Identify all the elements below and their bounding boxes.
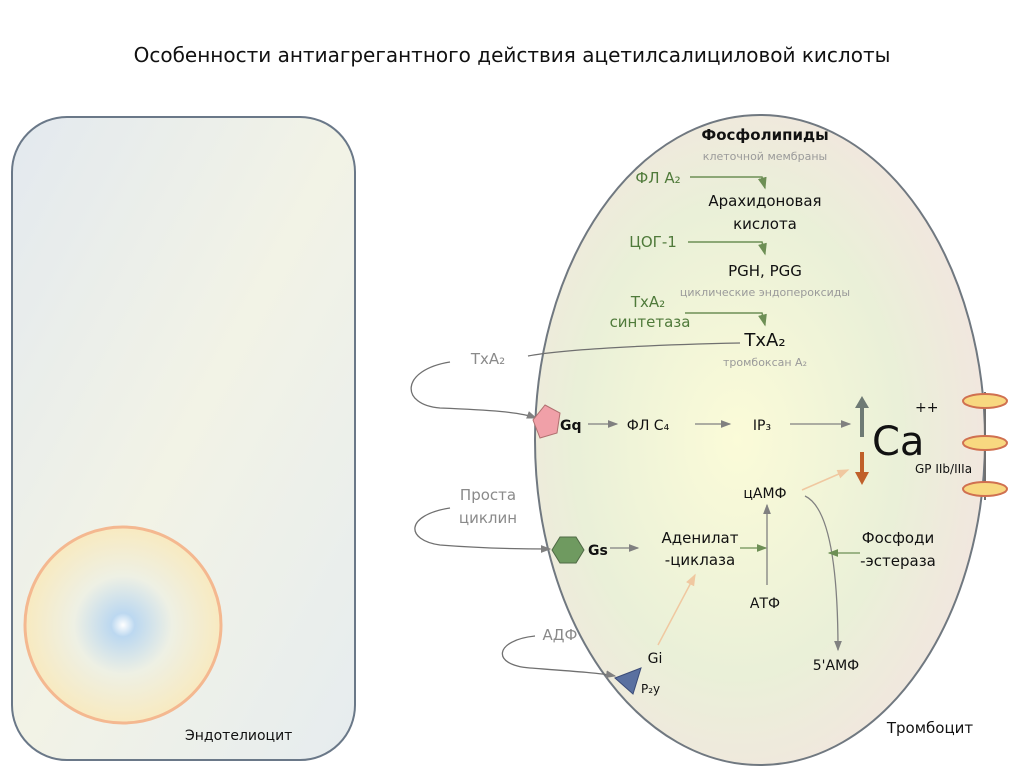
ca-decrease-arrow-icon bbox=[855, 452, 869, 485]
phospholipids: Фосфолипиды bbox=[701, 126, 828, 144]
txa2-synthase-label: TxA₂ bbox=[630, 293, 665, 311]
p2y-receptor-icon bbox=[614, 667, 642, 695]
pla2-arrow bbox=[690, 176, 767, 190]
cox1-arrow bbox=[688, 241, 767, 256]
thromboxane-label: тромбоксан A₂ bbox=[723, 356, 807, 369]
txa2-inside: TxA₂ bbox=[743, 330, 785, 351]
amp5-label: 5'АМФ bbox=[813, 658, 859, 674]
atp-label: АТФ bbox=[750, 596, 780, 612]
adenylate-cyclase-1: Аденилат bbox=[662, 529, 739, 547]
camp-inhibit-arrow bbox=[801, 469, 850, 491]
prostacyclin-1: Проста bbox=[460, 486, 516, 504]
gi-inhibit-arrow bbox=[657, 573, 696, 646]
prostacyclin-2: циклин bbox=[459, 509, 517, 527]
pgh-pgg: PGH, PGG bbox=[728, 262, 802, 280]
arachidonic-acid-1: Арахидоновая bbox=[708, 192, 821, 210]
adenylate-cyclase-2: -циклаза bbox=[665, 551, 735, 569]
ca-charge: ++ bbox=[915, 400, 938, 416]
endothelial-label: Эндотелиоцит bbox=[185, 728, 292, 744]
gq-receptor-icon bbox=[532, 404, 561, 439]
nucleus bbox=[23, 525, 223, 725]
gp-label: GP IIb/IIIa bbox=[915, 462, 972, 476]
pde-2: -эстераза bbox=[860, 552, 936, 570]
camp-to-amp-arrow bbox=[804, 495, 842, 652]
page-title: Особенности антиагрегантного действия ац… bbox=[134, 43, 891, 67]
external-adp: АДФ bbox=[543, 626, 578, 644]
txa2-feedback-arrow bbox=[410, 361, 538, 419]
gp-receptors-icon bbox=[962, 392, 1008, 500]
adp-arrow bbox=[501, 635, 617, 679]
endoperoxides-label: циклические эндопероксиды bbox=[680, 286, 850, 299]
arachidonic-acid-2: кислота bbox=[733, 215, 797, 233]
txa2-synthase-sub: синтетаза bbox=[610, 313, 691, 331]
synthase-arrow bbox=[685, 312, 767, 327]
platelet-label: Тромбоцит bbox=[886, 719, 974, 737]
gs-receptor-icon bbox=[551, 536, 585, 564]
txa2-release-line bbox=[527, 342, 741, 357]
gs-label: Gs bbox=[588, 543, 608, 559]
ip3-label: IP₃ bbox=[753, 418, 771, 434]
p2y-label: P₂y bbox=[641, 682, 660, 696]
plc-label: ФЛ C₄ bbox=[627, 418, 670, 434]
pde-1: Фосфоди bbox=[862, 529, 934, 547]
pla2-label: ФЛ A₂ bbox=[635, 169, 680, 187]
gi-label: Gi bbox=[648, 651, 663, 667]
gq-label: Gq bbox=[560, 418, 582, 434]
ca-increase-arrow-icon bbox=[855, 396, 869, 437]
external-txa2: TxA₂ bbox=[470, 350, 505, 368]
cox1-label: ЦОГ-1 bbox=[629, 233, 677, 251]
prostacyclin-arrow bbox=[414, 507, 552, 553]
membrane-label: клеточной мембраны bbox=[703, 150, 827, 163]
ca-label: Ca bbox=[872, 419, 924, 465]
camp-label: цАМФ bbox=[743, 486, 786, 502]
